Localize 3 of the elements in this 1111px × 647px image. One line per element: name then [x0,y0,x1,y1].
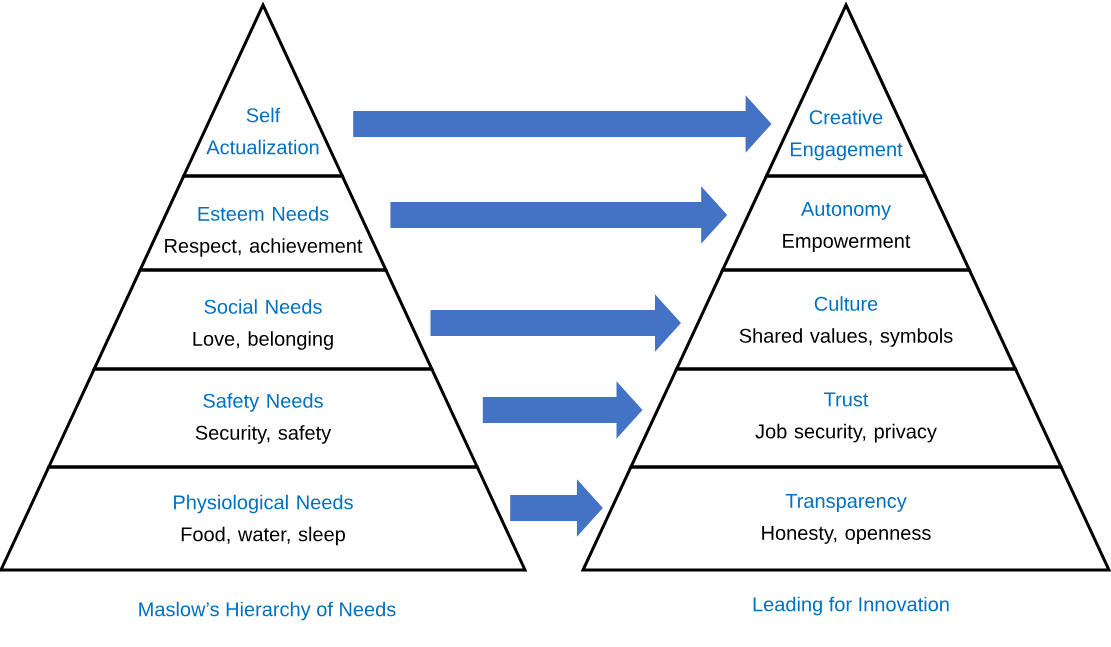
pyramid-caption: Maslow’s Hierarchy of Needs [139,601,396,621]
pyramid-layer: Physiological Needs Food, water, sleep [0,465,528,572]
pyramid-caption: Leading for Innovation [753,596,949,616]
